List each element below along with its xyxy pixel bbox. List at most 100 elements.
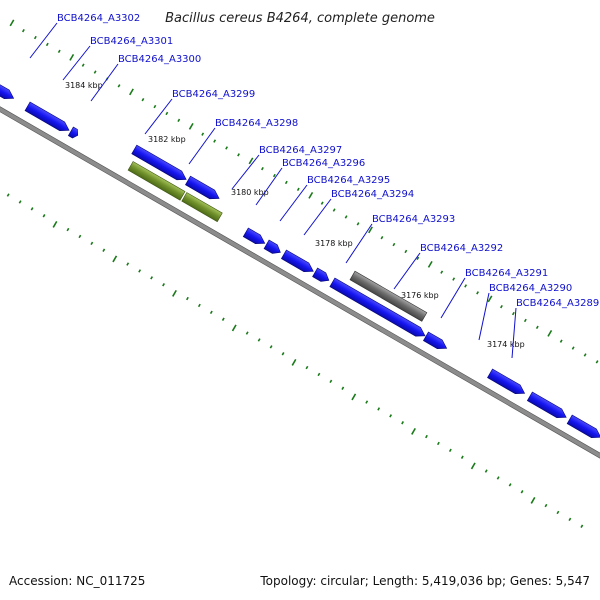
tick-outer (21, 28, 25, 33)
gene-arrow (312, 267, 330, 282)
gene-arrow (185, 175, 220, 200)
tick-outer (368, 226, 373, 234)
tick-outer (416, 256, 420, 261)
tick-marks-outer (9, 19, 599, 364)
tick-inner (377, 407, 381, 411)
tick-inner (580, 524, 584, 528)
gene-label: BCB4264_A3297 (259, 145, 342, 156)
gene-leader-line (144, 98, 173, 135)
tick-marks-inner (6, 193, 584, 528)
gene-label: BCB4264_A3292 (420, 243, 503, 254)
tick-outer (511, 311, 515, 316)
tick-outer (9, 19, 15, 27)
tick-inner (401, 421, 404, 425)
tick-inner (126, 262, 130, 266)
tick-outer (117, 84, 121, 88)
gene-arrow (422, 331, 448, 349)
tick-outer (440, 270, 444, 274)
tick-outer (427, 260, 433, 268)
tick-inner (470, 462, 476, 470)
tick-inner (162, 283, 165, 287)
tick-outer (344, 215, 348, 219)
tick-inner (460, 455, 464, 459)
tick-inner (520, 490, 524, 494)
tick-outer (237, 153, 240, 157)
tick-label: 3182 kbp (148, 135, 186, 144)
tick-outer (320, 201, 324, 205)
tick-inner (556, 510, 560, 515)
tick-outer (188, 122, 194, 130)
gene-label: BCB4264_A3299 (172, 89, 255, 100)
tick-outer (356, 222, 360, 226)
gene-arrow (349, 270, 428, 322)
tick-inner (269, 345, 273, 349)
tick-outer (476, 291, 479, 295)
tick-inner (150, 276, 154, 280)
tick-outer (165, 111, 169, 116)
gene-arrow (127, 161, 186, 201)
gene-arrow (263, 239, 281, 254)
tick-inner (329, 379, 333, 384)
tick-inner (425, 434, 428, 439)
tick-outer (81, 63, 85, 67)
gene-label: BCB4264_A3294 (331, 189, 414, 200)
gene-arrow (566, 414, 600, 438)
gene-arrow (329, 277, 426, 337)
tick-inner (18, 200, 22, 204)
tick-label: 3174 kbp (487, 340, 525, 349)
gene-leader-line (188, 127, 216, 165)
tick-inner (102, 248, 106, 252)
tick-outer (595, 360, 599, 364)
tick-label: 3178 kbp (315, 239, 353, 248)
gene-arrow (181, 192, 223, 223)
tick-outer (535, 325, 539, 330)
tick-outer (129, 88, 134, 96)
tick-outer (464, 284, 468, 288)
tick-outer (583, 353, 587, 357)
gene-leader-line (478, 292, 490, 341)
gene-label: BCB4264_A3302 (57, 13, 140, 24)
genome-summary-text: Topology: circular; Length: 5,419,036 bp… (260, 574, 590, 588)
gene-leader-line (279, 184, 308, 222)
gene-arrow (24, 101, 70, 131)
map-title: Bacillus cereus B4264, complete genome (165, 11, 435, 26)
gene-leader-line (511, 307, 517, 359)
gene-label: BCB4264_A3289 (516, 298, 599, 309)
tick-inner (52, 220, 58, 228)
tick-inner (42, 214, 46, 218)
tick-inner (291, 358, 297, 366)
tick-inner (351, 393, 357, 401)
gene-arrow (67, 126, 79, 139)
gene-arrow (0, 77, 15, 99)
gene-leader-line (303, 198, 332, 236)
tick-outer (153, 104, 157, 109)
tick-outer (93, 70, 97, 74)
tick-outer (260, 166, 264, 171)
tick-inner (66, 227, 70, 232)
tick-inner (389, 414, 393, 418)
tick-inner (172, 289, 177, 297)
tick-label: 3184 kbp (65, 81, 103, 90)
tick-label: 3176 kbp (401, 291, 439, 300)
gene-leader-line (62, 45, 91, 81)
gene-leader-line (440, 277, 466, 319)
tick-outer (559, 339, 563, 343)
tick-inner (496, 476, 500, 480)
tick-outer (69, 53, 75, 61)
tick-outer (308, 191, 314, 199)
tick-inner (436, 441, 440, 446)
tick-outer (225, 146, 229, 150)
tick-inner (197, 303, 201, 308)
tick-outer (500, 304, 503, 309)
tick-inner (112, 255, 118, 263)
gene-arrow (487, 368, 526, 394)
gene-track (0, 77, 600, 438)
tick-outer (284, 180, 288, 185)
gene-labels: BCB4264_A3302BCB4264_A3301BCB4264_A3300B… (29, 13, 599, 359)
tick-outer (248, 157, 254, 165)
tick-inner (484, 469, 488, 473)
tick-inner (568, 517, 572, 522)
tick-inner (448, 448, 452, 453)
tick-inner (138, 269, 142, 273)
